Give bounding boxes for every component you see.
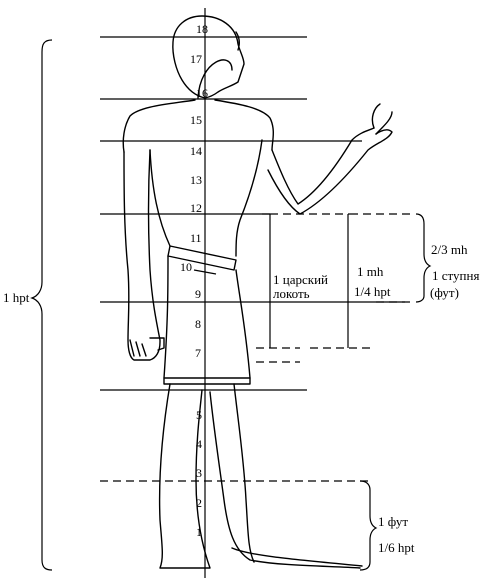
square-number-1: 1: [196, 525, 202, 539]
square-number-18: 18: [196, 22, 208, 36]
two-thirds-mh-label: 2/3 mh: [431, 242, 468, 257]
foot-brace: 1 фут 1/6 hpt: [360, 481, 415, 570]
square-number-17: 17: [190, 52, 202, 66]
mh-fraction-label: 1/4 hpt: [354, 284, 391, 299]
grid-lines: [100, 37, 405, 481]
square-number-5: 5: [196, 408, 202, 422]
foot-fraction-label: 1/6 hpt: [378, 540, 415, 555]
square-number-2: 2: [196, 496, 202, 510]
square-number-13: 13: [190, 173, 202, 187]
square-number-4: 4: [196, 437, 202, 451]
square-number-16: 16: [196, 86, 208, 100]
square-number-14: 14: [190, 144, 202, 158]
square-number-10: 10: [180, 260, 192, 274]
square-number-7: 7: [195, 346, 201, 360]
square-number-12: 12: [190, 201, 202, 215]
square-number-8: 8: [195, 317, 201, 331]
foot-label: 1 фут: [378, 514, 408, 529]
square-number-15: 15: [190, 113, 202, 127]
total-height-label: 1 hpt: [3, 290, 30, 305]
foot-measure-label-2: (фут): [430, 285, 459, 300]
royal-cubit-bracket: 1 царский локоть: [256, 214, 328, 362]
royal-cubit-label-2: локоть: [273, 286, 310, 301]
foot-measure-label: 1 ступня: [432, 268, 479, 283]
mh-label: 1 mh: [357, 264, 384, 279]
total-height-brace: 1 hpt: [3, 40, 52, 570]
square-number-9: 9: [195, 287, 201, 301]
royal-cubit-label: 1 царский: [273, 272, 328, 287]
square-number-11: 11: [190, 231, 202, 245]
square-number-3: 3: [196, 466, 202, 480]
